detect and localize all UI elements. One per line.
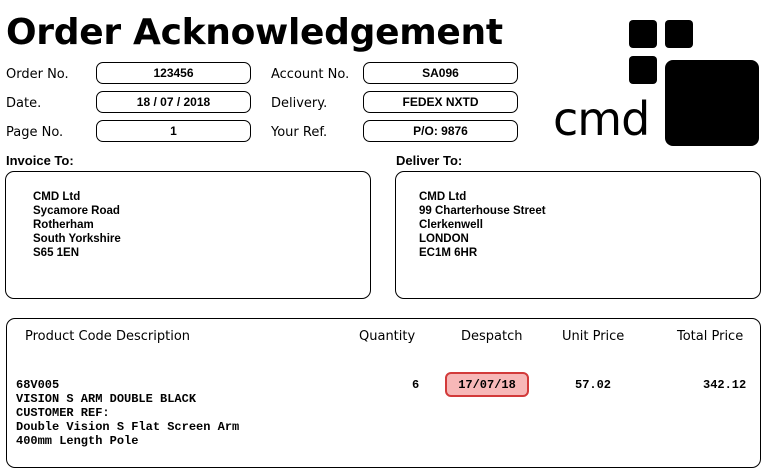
order-no-field: 123456 bbox=[96, 62, 251, 84]
your-ref-label: Your Ref. bbox=[271, 125, 328, 140]
page-no-label: Page No. bbox=[6, 125, 64, 140]
page-no-field: 1 bbox=[96, 120, 251, 142]
deliver-address-line: LONDON bbox=[419, 233, 469, 245]
total-price-value: 342.12 bbox=[703, 378, 747, 392]
despatch-date: 17/07/18 bbox=[458, 377, 516, 392]
delivery-field: FEDEX NXTD bbox=[363, 91, 518, 113]
description-line: VISION S ARM DOUBLE BLACK bbox=[16, 392, 197, 406]
account-no-field: SA096 bbox=[363, 62, 518, 84]
invoice-address-box: CMD Ltd Sycamore Road Rotherham South Yo… bbox=[5, 171, 371, 299]
deliver-to-label: Deliver To: bbox=[396, 153, 463, 168]
header-despatch: Despatch bbox=[461, 329, 523, 344]
delivery-label: Delivery. bbox=[271, 96, 328, 111]
header-unit-price: Unit Price bbox=[562, 329, 625, 344]
invoice-address-line: Sycamore Road bbox=[33, 205, 120, 217]
date-field: 18 / 07 / 2018 bbox=[96, 91, 251, 113]
quantity-value: 6 bbox=[412, 378, 420, 392]
logo-text: cmd bbox=[553, 92, 650, 146]
header-quantity: Quantity bbox=[359, 329, 416, 344]
invoice-address-line: South Yorkshire bbox=[33, 233, 121, 245]
invoice-address-line: S65 1EN bbox=[33, 247, 80, 259]
account-no-label: Account No. bbox=[271, 67, 350, 82]
deliver-address-line: CMD Ltd bbox=[419, 191, 467, 203]
deliver-address-line: EC1M 6HR bbox=[419, 247, 478, 259]
table-row: 68V005 VISION S ARM DOUBLE BLACK CUSTOME… bbox=[16, 378, 239, 448]
invoice-to-label: Invoice To: bbox=[6, 153, 74, 168]
your-ref-field: P/O: 9876 bbox=[363, 120, 518, 142]
description-line: Double Vision S Flat Screen Arm bbox=[16, 420, 240, 434]
description-line: 400mm Length Pole bbox=[16, 434, 139, 448]
unit-price-value: 57.02 bbox=[575, 378, 612, 392]
header-description: Description bbox=[116, 329, 191, 344]
deliver-address-line: Clerkenwell bbox=[419, 219, 483, 231]
order-lines-table: Product Code Description Quantity Despat… bbox=[6, 318, 761, 468]
description-line: CUSTOMER REF: bbox=[16, 406, 110, 420]
deliver-address-line: 99 Charterhouse Street bbox=[419, 205, 546, 217]
invoice-address-line: CMD Ltd bbox=[33, 191, 81, 203]
despatch-date-badge: 17/07/18 bbox=[445, 372, 529, 397]
date-label: Date. bbox=[6, 96, 42, 111]
header-product-code: Product Code bbox=[25, 329, 112, 344]
invoice-address-line: Rotherham bbox=[33, 219, 94, 231]
header-total-price: Total Price bbox=[677, 329, 744, 344]
deliver-address-box: CMD Ltd 99 Charterhouse Street Clerkenwe… bbox=[395, 171, 761, 299]
product-code: 68V005 bbox=[16, 378, 60, 392]
cmd-squares-logo-icon bbox=[548, 18, 768, 148]
page-title: Order Acknowledgement bbox=[6, 12, 503, 53]
order-no-label: Order No. bbox=[6, 67, 69, 82]
